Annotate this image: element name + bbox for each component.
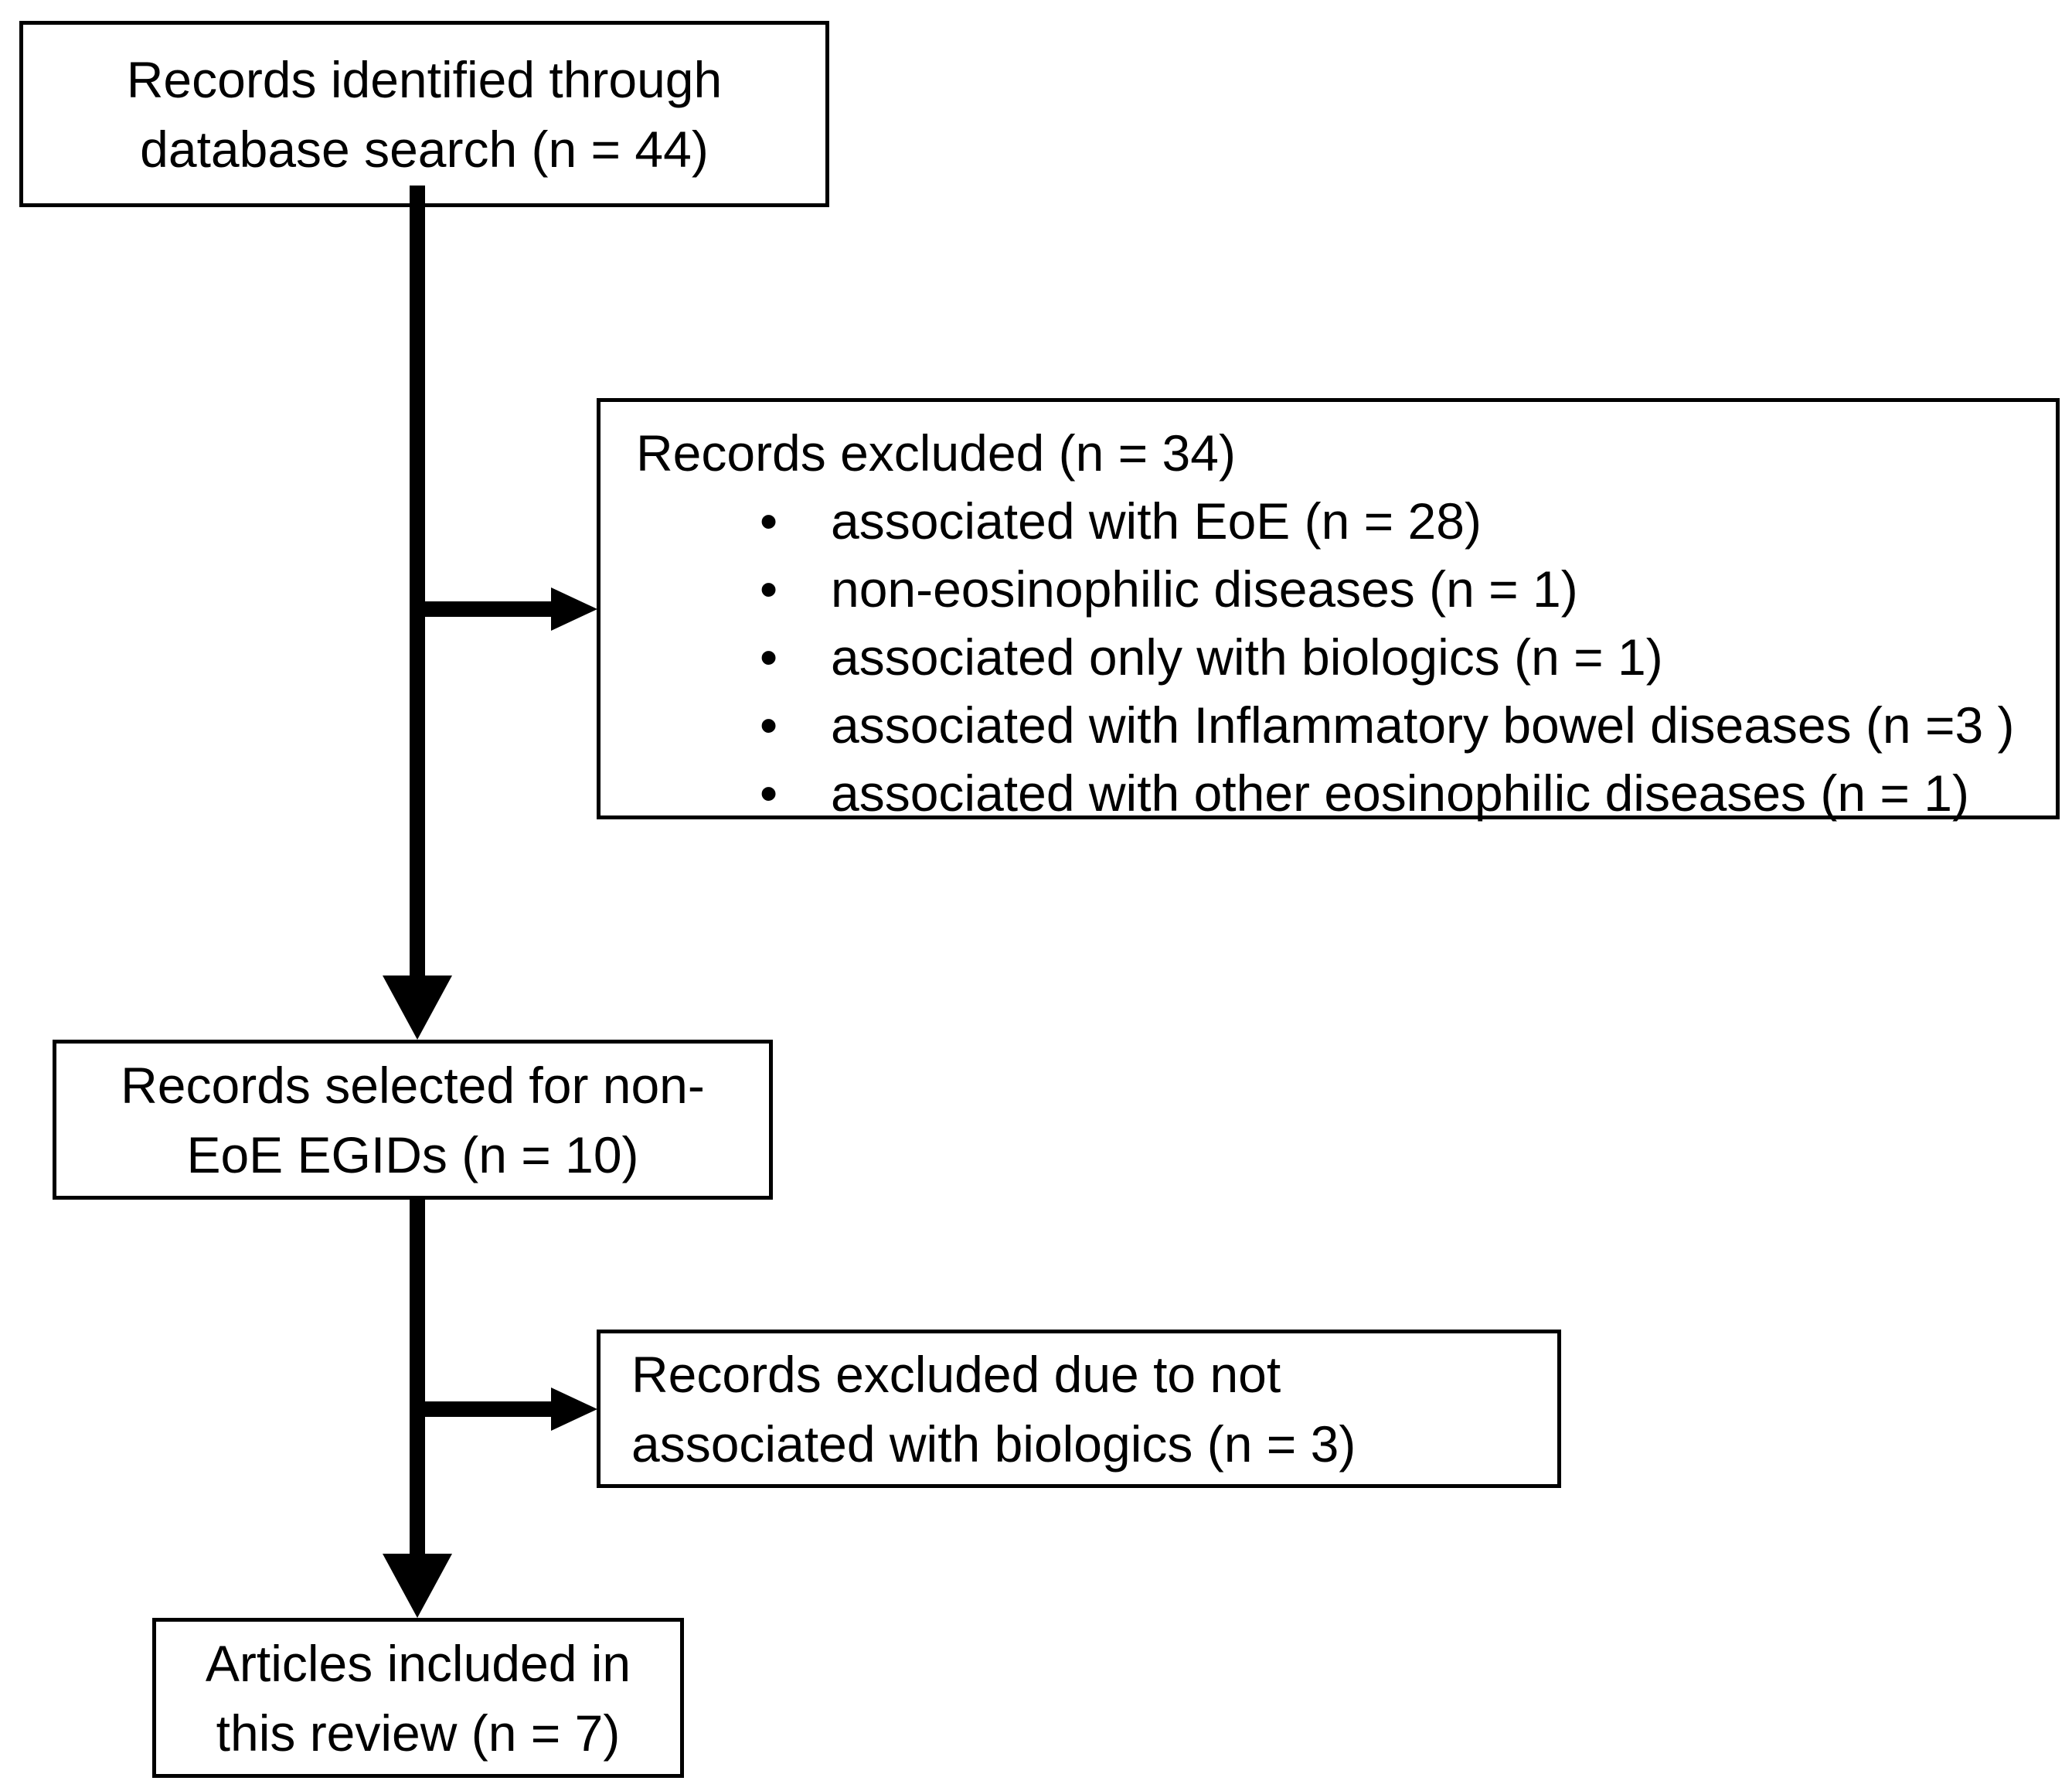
connector-identified-to-selected xyxy=(410,186,425,977)
exclusion-reason-text: associated with EoE (n = 28) xyxy=(831,492,1482,550)
exclusion-reason-item: • non-eosinophilic diseases (n = 1) xyxy=(636,555,2040,623)
articles-included-line2: this review (n = 7) xyxy=(216,1704,621,1762)
exclusion-reason-text: associated with other eosinophilic disea… xyxy=(831,764,1969,822)
box-records-excluded-screening: Records excluded (n = 34) • associated w… xyxy=(597,398,2060,822)
records-excluded-biologics-line1: Records excluded due to not xyxy=(631,1345,1281,1403)
arrowhead-right-to-excluded-1-icon xyxy=(551,587,597,631)
bullet-icon: • xyxy=(760,492,778,550)
box-records-identified: Records identified through database sear… xyxy=(19,21,829,207)
exclusion-reason-item: • associated with other eosinophilic dis… xyxy=(636,759,2040,827)
records-excluded-title: Records excluded (n = 34) xyxy=(636,424,1236,482)
arrowhead-down-to-selected-icon xyxy=(383,976,452,1040)
arrowhead-right-to-excluded-2-icon xyxy=(551,1388,597,1431)
exclusion-reason-item: • associated only with biologics (n = 1) xyxy=(636,623,2040,691)
records-excluded-biologics-line2: associated with biologics (n = 3) xyxy=(631,1415,1356,1473)
box-records-excluded-biologics: Records excluded due to not associated w… xyxy=(597,1330,1561,1488)
exclusion-reason-item: • associated with EoE (n = 28) xyxy=(636,487,2040,555)
records-identified-line2: database search (n = 44) xyxy=(140,120,709,178)
records-selected-line2: EoE EGIDs (n = 10) xyxy=(186,1125,639,1183)
records-selected-line1: Records selected for non- xyxy=(121,1056,705,1114)
exclusion-reason-text: associated only with biologics (n = 1) xyxy=(831,628,1663,686)
articles-included-line1: Articles included in xyxy=(205,1634,631,1692)
bullet-icon: • xyxy=(760,764,778,822)
arrowhead-down-to-included-icon xyxy=(383,1554,452,1618)
box-articles-included: Articles included in this review (n = 7) xyxy=(152,1618,684,1778)
connector-branch-to-excluded-2 xyxy=(417,1401,553,1417)
bullet-icon: • xyxy=(760,628,778,686)
box-records-selected: Records selected for non- EoE EGIDs (n =… xyxy=(53,1040,773,1200)
exclusion-reason-item: • associated with Inflammatory bowel dis… xyxy=(636,691,2040,759)
exclusion-reason-text: associated with Inflammatory bowel disea… xyxy=(831,696,2015,754)
connector-branch-to-excluded-1 xyxy=(417,601,553,617)
bullet-icon: • xyxy=(760,696,778,754)
bullet-icon: • xyxy=(760,560,778,618)
records-identified-line1: Records identified through xyxy=(126,50,723,108)
connector-selected-to-included xyxy=(410,1198,425,1555)
exclusion-reason-text: non-eosinophilic diseases (n = 1) xyxy=(831,560,1578,618)
